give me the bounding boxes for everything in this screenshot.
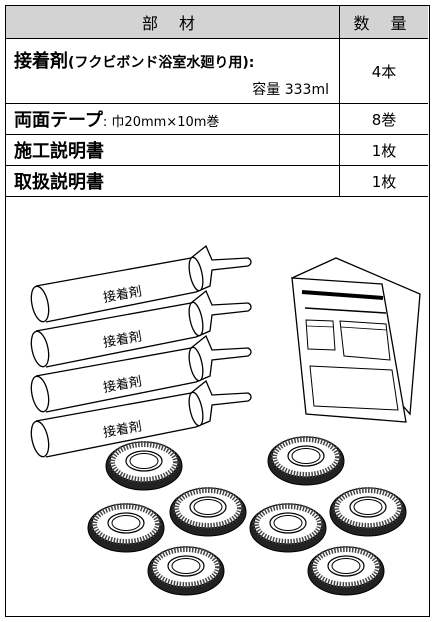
double-sided-tape-roll	[308, 547, 384, 595]
adhesive-tube: 接着剤	[27, 335, 252, 414]
part-name-cell: 両面テープ: 巾20mm×10m巻	[6, 103, 340, 135]
parts-frame: 部 材 数 量 接着剤(フクビボンド浴室水廻り用): 容量 333ml 4本 両…	[5, 5, 430, 617]
table-row: 取扱説明書 1枚	[6, 165, 428, 197]
header-parts: 部 材	[6, 6, 340, 39]
double-sided-tape-roll	[330, 488, 406, 536]
instruction-manual	[290, 257, 421, 423]
double-sided-tape-roll	[170, 488, 246, 536]
part-usage-note: (フクビボンド浴室水廻り用):	[68, 55, 255, 71]
double-sided-tape-roll	[250, 504, 326, 552]
header-quantity: 数 量	[339, 6, 428, 39]
part-quantity: 1枚	[339, 165, 428, 197]
table-row: 施工説明書 1枚	[6, 134, 428, 166]
tube-label: 接着剤	[102, 373, 143, 396]
part-quantity: 8巻	[339, 103, 428, 135]
table-header-row: 部 材 数 量	[6, 6, 428, 39]
part-spec: : 巾20mm×10m巻	[102, 115, 220, 130]
double-sided-tape-roll	[88, 504, 164, 552]
parts-table: 部 材 数 量 接着剤(フクビボンド浴室水廻り用): 容量 333ml 4本 両…	[6, 6, 428, 197]
tube-label: 接着剤	[102, 418, 143, 441]
part-name-cell: 接着剤(フクビボンド浴室水廻り用): 容量 333ml	[6, 38, 340, 104]
table-row: 両面テープ: 巾20mm×10m巻 8巻	[6, 103, 428, 135]
part-spec: 容量 333ml	[252, 82, 329, 98]
tube-label: 接着剤	[102, 283, 143, 306]
tube-label: 接着剤	[102, 328, 143, 351]
part-name: 施工説明書	[6, 134, 340, 166]
part-quantity: 1枚	[339, 134, 428, 166]
table-row: 接着剤(フクビボンド浴室水廻り用): 容量 333ml 4本	[6, 38, 428, 104]
double-sided-tape-roll	[148, 547, 224, 595]
part-quantity: 4本	[339, 38, 428, 104]
double-sided-tape-roll	[268, 437, 344, 485]
part-name: 両面テープ	[14, 110, 103, 131]
adhesive-tube: 接着剤	[27, 290, 252, 369]
double-sided-tape-roll	[106, 442, 182, 490]
adhesive-tube: 接着剤	[27, 380, 252, 459]
parts-illustration: 接着剤 接着剤 接着剤 接着剤	[27, 245, 421, 616]
part-name: 取扱説明書	[6, 165, 340, 197]
part-name: 接着剤	[14, 51, 68, 72]
adhesive-tube: 接着剤	[27, 245, 252, 324]
